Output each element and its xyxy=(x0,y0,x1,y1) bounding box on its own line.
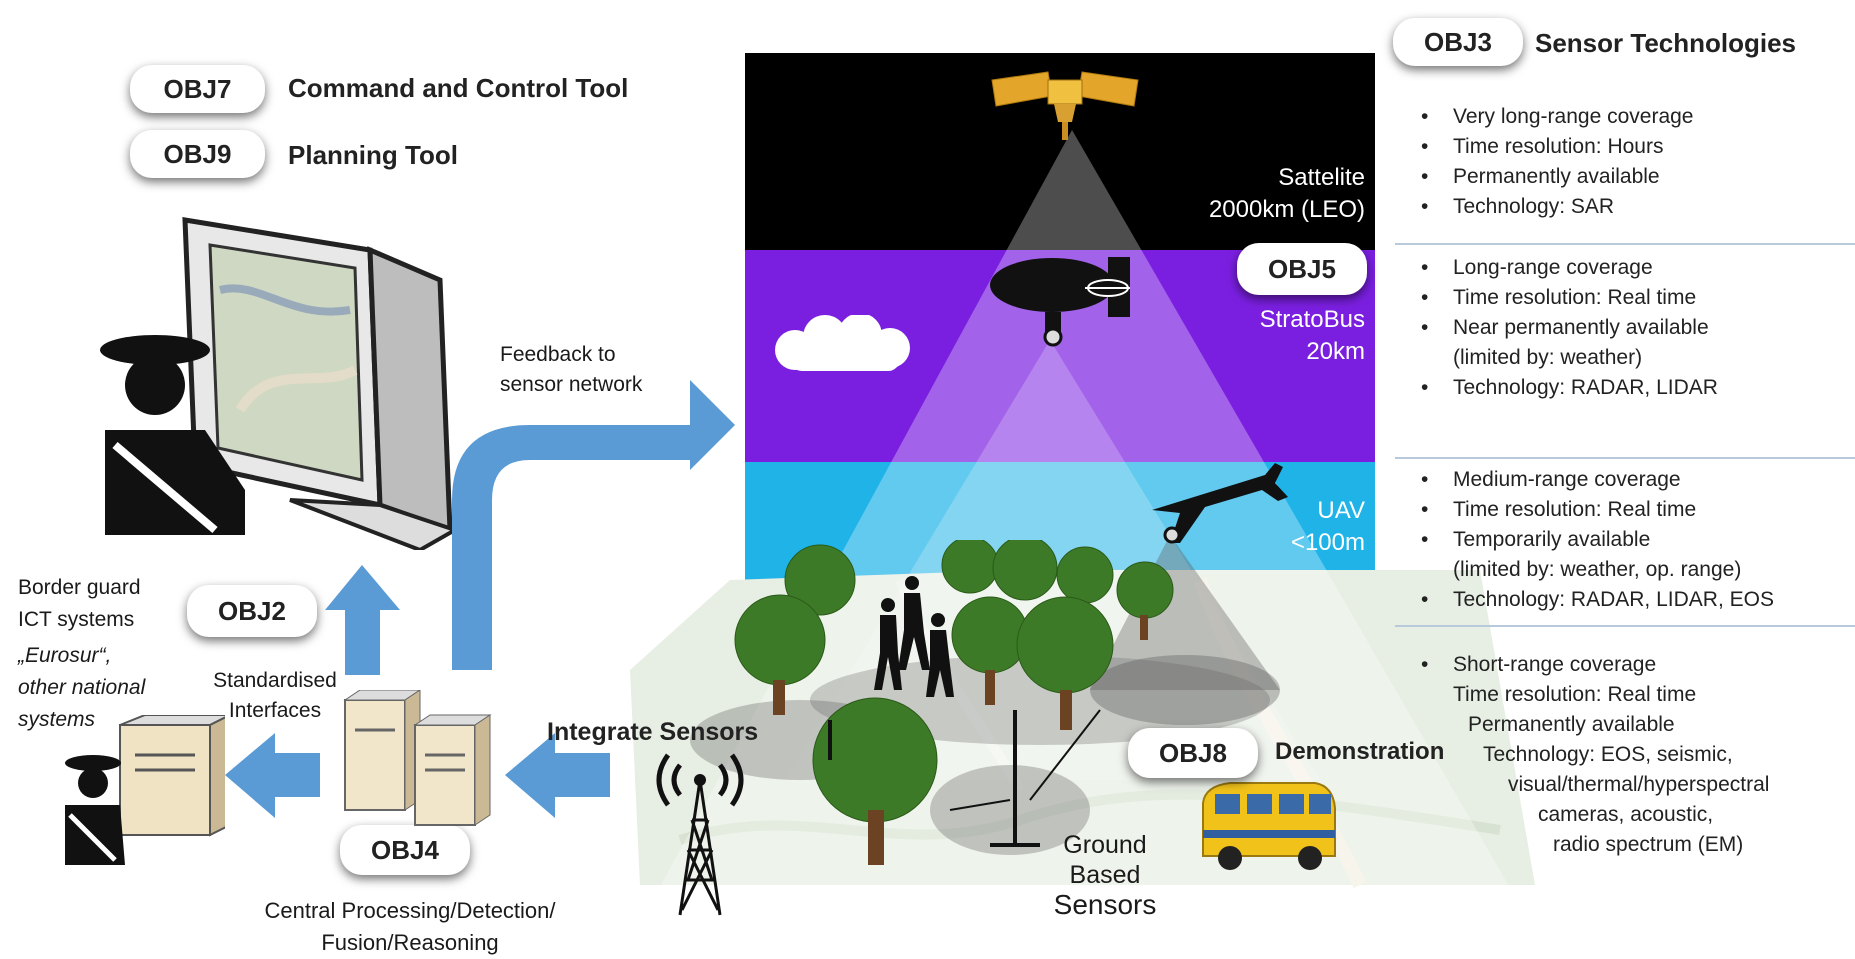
left-arrow-guard xyxy=(225,733,320,818)
obj2-badge: OBJ2 xyxy=(187,585,317,637)
eurosur-label: „Eurosur“, other national systems xyxy=(18,644,146,731)
standardised-interfaces-label: Standardised Interfaces xyxy=(213,669,337,722)
stratobus-layer-name: StratoBus xyxy=(1259,306,1365,333)
central-processing-label: Central Processing/Detection/ Fusion/Rea… xyxy=(264,898,556,955)
uav-icon xyxy=(1152,463,1288,544)
people-icon xyxy=(874,576,954,697)
obj9-badge: OBJ9 xyxy=(130,130,265,178)
uav-layer-altitude: <100m xyxy=(1290,529,1365,556)
stratobus-icon xyxy=(990,257,1130,347)
obj5-badge: OBJ5 xyxy=(1237,243,1367,295)
ground-sensor-poles xyxy=(828,709,1101,847)
obj4-badge: OBJ4 xyxy=(340,825,470,875)
satellite-bullets: Very long-range coverage Time resolution… xyxy=(1408,102,1694,222)
cloud-icon xyxy=(775,315,910,371)
separator-3 xyxy=(1395,625,1855,627)
obj3-badge: OBJ3 xyxy=(1393,18,1523,66)
separator-2 xyxy=(1395,457,1855,459)
integrate-sensors-label: Integrate Sensors xyxy=(547,718,759,746)
trees-group xyxy=(734,540,1174,865)
stratobus-layer-altitude: 20km xyxy=(1306,338,1365,365)
stratobus-bullets: Long-range coverage Time resolution: Rea… xyxy=(1408,253,1718,403)
border-guard-icon xyxy=(65,715,225,865)
border-guard-label: Border guard ICT systems xyxy=(18,576,141,631)
obj8-badge: OBJ8 xyxy=(1128,728,1258,778)
obj9-label: Planning Tool xyxy=(288,140,458,170)
commander-icon xyxy=(100,335,245,535)
up-arrow xyxy=(325,565,400,675)
obj3-label: Sensor Technologies xyxy=(1535,28,1797,58)
uav-layer-name: UAV xyxy=(1317,497,1365,524)
obj7-label: Command and Control Tool xyxy=(288,73,629,103)
uav-bullets: Medium-range coverage Time resolution: R… xyxy=(1408,465,1774,615)
monitor-icon xyxy=(182,217,460,550)
satellite-layer-altitude: 2000km (LEO) xyxy=(1208,196,1365,223)
van-icon xyxy=(1202,782,1336,870)
antenna-icon xyxy=(656,753,744,916)
separator-1 xyxy=(1395,243,1855,245)
integrate-arrow xyxy=(505,733,610,818)
satellite-icon xyxy=(991,71,1139,140)
satellite-layer-name: Sattelite xyxy=(1278,164,1365,191)
obj7-badge: OBJ7 xyxy=(130,65,265,113)
servers-icon xyxy=(343,690,492,826)
obj8-label: Demonstration xyxy=(1275,738,1445,765)
feedback-arrow xyxy=(452,380,735,670)
ground-sensors-label: Ground Based Sensors xyxy=(1053,831,1157,920)
feedback-label: Feedback to sensor network xyxy=(500,343,643,396)
